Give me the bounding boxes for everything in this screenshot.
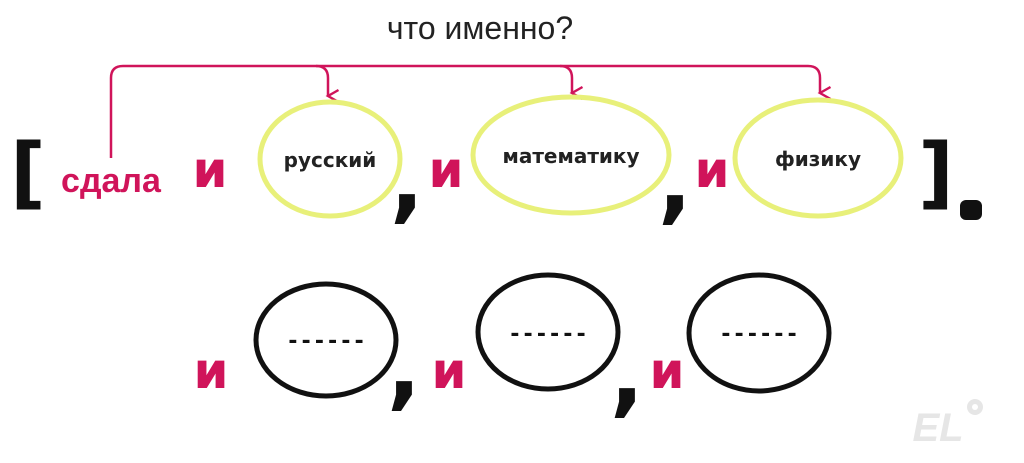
lower-conjunction-2: и xyxy=(431,342,466,400)
bracket-open: [ xyxy=(10,128,46,218)
final-period xyxy=(960,200,982,220)
arrow-line-2 xyxy=(559,64,584,101)
lower-comma-2: , xyxy=(610,322,644,427)
arrow-line-main xyxy=(109,64,832,158)
lower-comma-1: , xyxy=(387,315,421,420)
blank-ellipse-1 xyxy=(253,281,399,399)
comma-1: , xyxy=(390,128,424,233)
arrow-line-1 xyxy=(315,64,340,104)
el-logo: EL xyxy=(912,399,983,450)
bracket-close: ] xyxy=(918,128,954,218)
object-ellipse-3 xyxy=(732,97,904,219)
lower-conjunction-3: и xyxy=(649,342,684,400)
blank-placeholder-1: ------ xyxy=(286,329,365,354)
question-label: что именно? xyxy=(387,10,573,46)
conjunction-1: и xyxy=(192,141,227,199)
blank-ellipse-2 xyxy=(475,272,621,392)
object-label-1: русский xyxy=(284,148,377,172)
blank-ellipse-3 xyxy=(686,272,832,394)
object-label-2: математику xyxy=(502,144,639,168)
comma-2: , xyxy=(658,129,692,234)
object-label-3: физику xyxy=(775,147,861,171)
predicate-verb: сдала xyxy=(61,162,162,200)
conjunction-3: и xyxy=(694,141,729,199)
logo-text: EL xyxy=(912,406,963,450)
blank-placeholder-2: ------ xyxy=(508,322,587,347)
object-ellipse-2 xyxy=(470,94,672,216)
question-arrows xyxy=(109,64,832,158)
lower-conjunction-1: и xyxy=(193,342,228,400)
object-ellipse-1 xyxy=(257,99,403,219)
conjunction-2: и xyxy=(428,141,463,199)
blank-placeholder-3: ------ xyxy=(719,322,798,347)
